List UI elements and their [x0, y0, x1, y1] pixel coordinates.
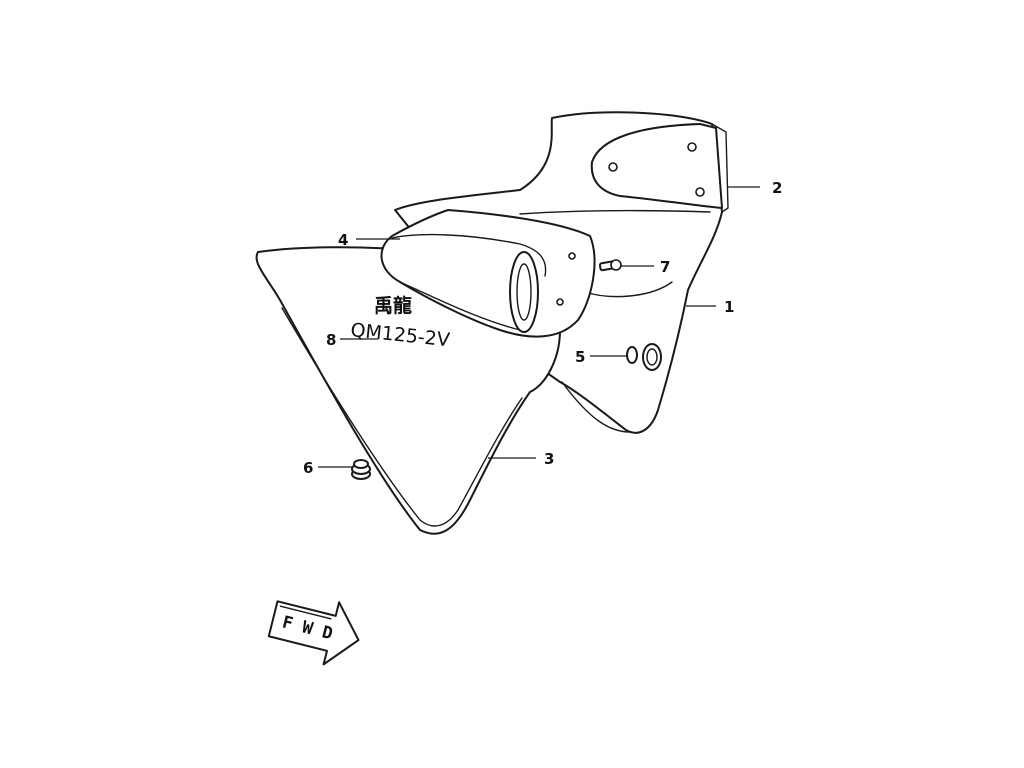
callout-labels: 2 1 3 4 5 6 7 8 [303, 179, 782, 477]
callout-4: 4 [338, 231, 348, 249]
part-6-grommet [351, 459, 371, 480]
callout-7: 7 [660, 258, 670, 276]
callout-2: 2 [772, 179, 782, 197]
part-7-screw [598, 259, 622, 272]
forward-arrow-icon: F W D [267, 600, 360, 666]
part-4-air-duct [380, 209, 596, 338]
callout-8: 8 [326, 331, 336, 349]
callout-1: 1 [724, 298, 734, 316]
decal-chinese-text: 禹龍 [374, 294, 412, 317]
part-5-grommet [626, 343, 662, 371]
callout-5: 5 [575, 348, 585, 366]
leader-lines [318, 186, 760, 468]
callout-3: 3 [544, 450, 554, 468]
callout-6: 6 [303, 459, 313, 477]
part-2-bracket [590, 123, 729, 213]
